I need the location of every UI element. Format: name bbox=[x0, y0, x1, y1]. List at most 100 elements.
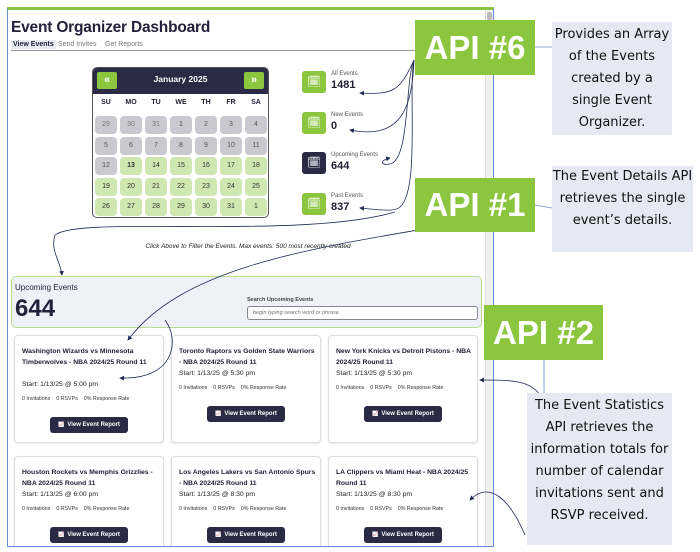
event-start: Start: 1/13/25 @ 5:30 pm bbox=[336, 370, 413, 377]
calendar-day[interactable]: 30 bbox=[195, 198, 217, 216]
stat-label[interactable]: New Events bbox=[331, 111, 364, 118]
calendar-day[interactable]: 27 bbox=[120, 198, 142, 216]
calendar-day[interactable]: 7 bbox=[145, 136, 167, 155]
calendar-day[interactable]: 19 bbox=[95, 177, 117, 196]
calendar-day[interactable]: 29 bbox=[170, 198, 192, 216]
tab-send-invites[interactable]: Send Invites bbox=[58, 41, 97, 48]
calendar-day[interactable]: 30 bbox=[120, 116, 142, 134]
stat-rsvps: 0 RSVPs bbox=[213, 506, 235, 512]
event-title[interactable]: New York Knicks vs Detroit Pistons - NBA… bbox=[336, 348, 471, 366]
view-event-report-button[interactable]: 📈View Event Report bbox=[364, 527, 442, 543]
stat-value[interactable]: 0 bbox=[331, 119, 338, 132]
stat-label[interactable]: Past Events bbox=[331, 192, 364, 199]
event-title[interactable]: LA Clippers vs Miami Heat - NBA 2024/25 … bbox=[336, 469, 469, 487]
event-title[interactable]: Washington Wizards vs Minnesota Timberwo… bbox=[22, 348, 147, 366]
calendar-day[interactable]: 17 bbox=[220, 157, 242, 175]
chart-icon: 📈 bbox=[58, 532, 65, 538]
stat-rate: 0% Response Rate bbox=[240, 506, 287, 512]
scrollbar-thumb[interactable] bbox=[487, 12, 492, 20]
tab-get-reports[interactable]: Get Reports bbox=[105, 41, 143, 48]
calendar-day[interactable]: 1 bbox=[245, 198, 267, 216]
view-event-report-button[interactable]: 📈View Event Report bbox=[50, 417, 128, 433]
stat-invitations: 0 Invitations bbox=[22, 506, 51, 512]
calendar-day[interactable]: 8 bbox=[170, 136, 192, 155]
calendar-day[interactable]: 31 bbox=[220, 198, 242, 216]
page-title: Event Organizer Dashboard bbox=[11, 19, 211, 36]
calendar-day[interactable]: 5 bbox=[95, 136, 117, 155]
stat-rsvps: 0 RSVPs bbox=[213, 385, 235, 391]
stat-rate: 0% Response Rate bbox=[83, 506, 130, 512]
view-event-report-button[interactable]: 📈View Event Report bbox=[207, 527, 285, 543]
next-month-button[interactable]: » bbox=[244, 72, 264, 89]
calendar-day[interactable]: 20 bbox=[120, 177, 142, 196]
event-title[interactable]: Los Angeles Lakers vs San Antonio Spurs … bbox=[179, 469, 316, 487]
event-title[interactable]: Toronto Raptors vs Golden State Warriors… bbox=[179, 348, 315, 366]
stat-rsvps: 0 RSVPs bbox=[56, 506, 78, 512]
prev-month-button[interactable]: « bbox=[97, 72, 117, 89]
calendar-day[interactable]: 23 bbox=[195, 177, 217, 196]
api-6-label: API #6 bbox=[415, 20, 535, 75]
weekday-label: MO bbox=[125, 99, 137, 106]
calendar-day[interactable]: 24 bbox=[220, 177, 242, 196]
calendar-day[interactable]: 16 bbox=[195, 157, 217, 175]
view-event-report-button[interactable]: 📈View Event Report bbox=[207, 406, 285, 422]
chart-icon: 📈 bbox=[215, 532, 222, 538]
stat-rsvps: 0 RSVPs bbox=[56, 396, 78, 402]
chart-icon: 📈 bbox=[58, 422, 65, 428]
event-stats: 0 Invitations 0 RSVPs 0% Response Rate bbox=[22, 506, 135, 512]
view-event-report-button[interactable]: 📈View Event Report bbox=[364, 406, 442, 422]
calendar-day[interactable]: 26 bbox=[95, 198, 117, 216]
event-start: Start: 1/13/25 @ 5:00 pm bbox=[22, 381, 99, 388]
stat-value[interactable]: 1481 bbox=[331, 79, 356, 91]
calendar-day[interactable]: 12 bbox=[95, 157, 117, 175]
upcoming-count: 644 bbox=[15, 295, 56, 322]
stat-label[interactable]: All Events bbox=[331, 71, 358, 77]
calendar-icon[interactable]: 🗓 bbox=[302, 152, 326, 174]
upcoming-title: Upcoming Events bbox=[15, 283, 78, 292]
event-card: Houston Rockets vs Memphis Grizzlies - N… bbox=[14, 456, 164, 546]
calendar-day[interactable]: 1 bbox=[170, 116, 192, 134]
stat-value[interactable]: 837 bbox=[331, 200, 350, 213]
calendar-day[interactable]: 10 bbox=[220, 136, 242, 155]
calendar-day[interactable]: 29 bbox=[95, 116, 117, 134]
calendar-month: January 2025 bbox=[153, 74, 208, 84]
calendar-header: « January 2025 » bbox=[93, 68, 268, 94]
calendar-day[interactable]: 13 bbox=[120, 157, 142, 175]
stat-value[interactable]: 644 bbox=[331, 160, 350, 172]
filter-caption: Click Above to Filter the Events. Max ev… bbox=[145, 243, 351, 250]
event-card: Los Angeles Lakers vs San Antonio Spurs … bbox=[171, 456, 321, 546]
calendar-day[interactable]: 2 bbox=[195, 116, 217, 134]
stat-rate: 0% Response Rate bbox=[397, 385, 444, 391]
calendar-day[interactable]: 3 bbox=[220, 116, 242, 134]
button-label: View Event Report bbox=[224, 532, 277, 538]
calendar-day[interactable]: 25 bbox=[245, 177, 267, 196]
calendar-day[interactable]: 15 bbox=[170, 157, 192, 175]
calendar-day[interactable]: 4 bbox=[245, 116, 267, 134]
calendar-day[interactable]: 31 bbox=[145, 116, 167, 134]
view-event-report-button[interactable]: 📈View Event Report bbox=[50, 527, 128, 543]
event-card: New York Knicks vs Detroit Pistons - NBA… bbox=[328, 335, 478, 443]
event-title[interactable]: Houston Rockets vs Memphis Grizzlies - N… bbox=[22, 469, 153, 487]
api-1-label: API #1 bbox=[415, 178, 535, 232]
search-input[interactable] bbox=[247, 306, 478, 320]
tab-divider bbox=[11, 50, 493, 51]
calendar-day[interactable]: 6 bbox=[120, 136, 142, 155]
calendar-icon[interactable]: 🗓 bbox=[302, 192, 326, 215]
calendar-day[interactable]: 11 bbox=[245, 136, 267, 155]
tab-view-events[interactable]: View Events bbox=[11, 40, 56, 49]
calendar-day[interactable]: 14 bbox=[145, 157, 167, 175]
calendar-icon[interactable]: 🗓 bbox=[302, 71, 326, 93]
weekday-label: SA bbox=[251, 99, 261, 106]
event-start: Start: 1/13/25 @ 8:30 pm bbox=[336, 491, 413, 498]
stat-label[interactable]: Upcoming Events bbox=[331, 152, 379, 158]
scrollbar[interactable] bbox=[485, 10, 493, 546]
calendar-day[interactable]: 22 bbox=[170, 177, 192, 196]
calendar-icon[interactable]: 🗓 bbox=[302, 111, 326, 134]
calendar-day[interactable]: 18 bbox=[245, 157, 267, 175]
api-6-note: Provides an Array of the Events created … bbox=[552, 22, 672, 135]
calendar-day[interactable]: 28 bbox=[145, 198, 167, 216]
calendar-day[interactable]: 21 bbox=[145, 177, 167, 196]
calendar-day[interactable]: 9 bbox=[195, 136, 217, 155]
stat-invitations: 0 Invitations bbox=[22, 396, 51, 402]
